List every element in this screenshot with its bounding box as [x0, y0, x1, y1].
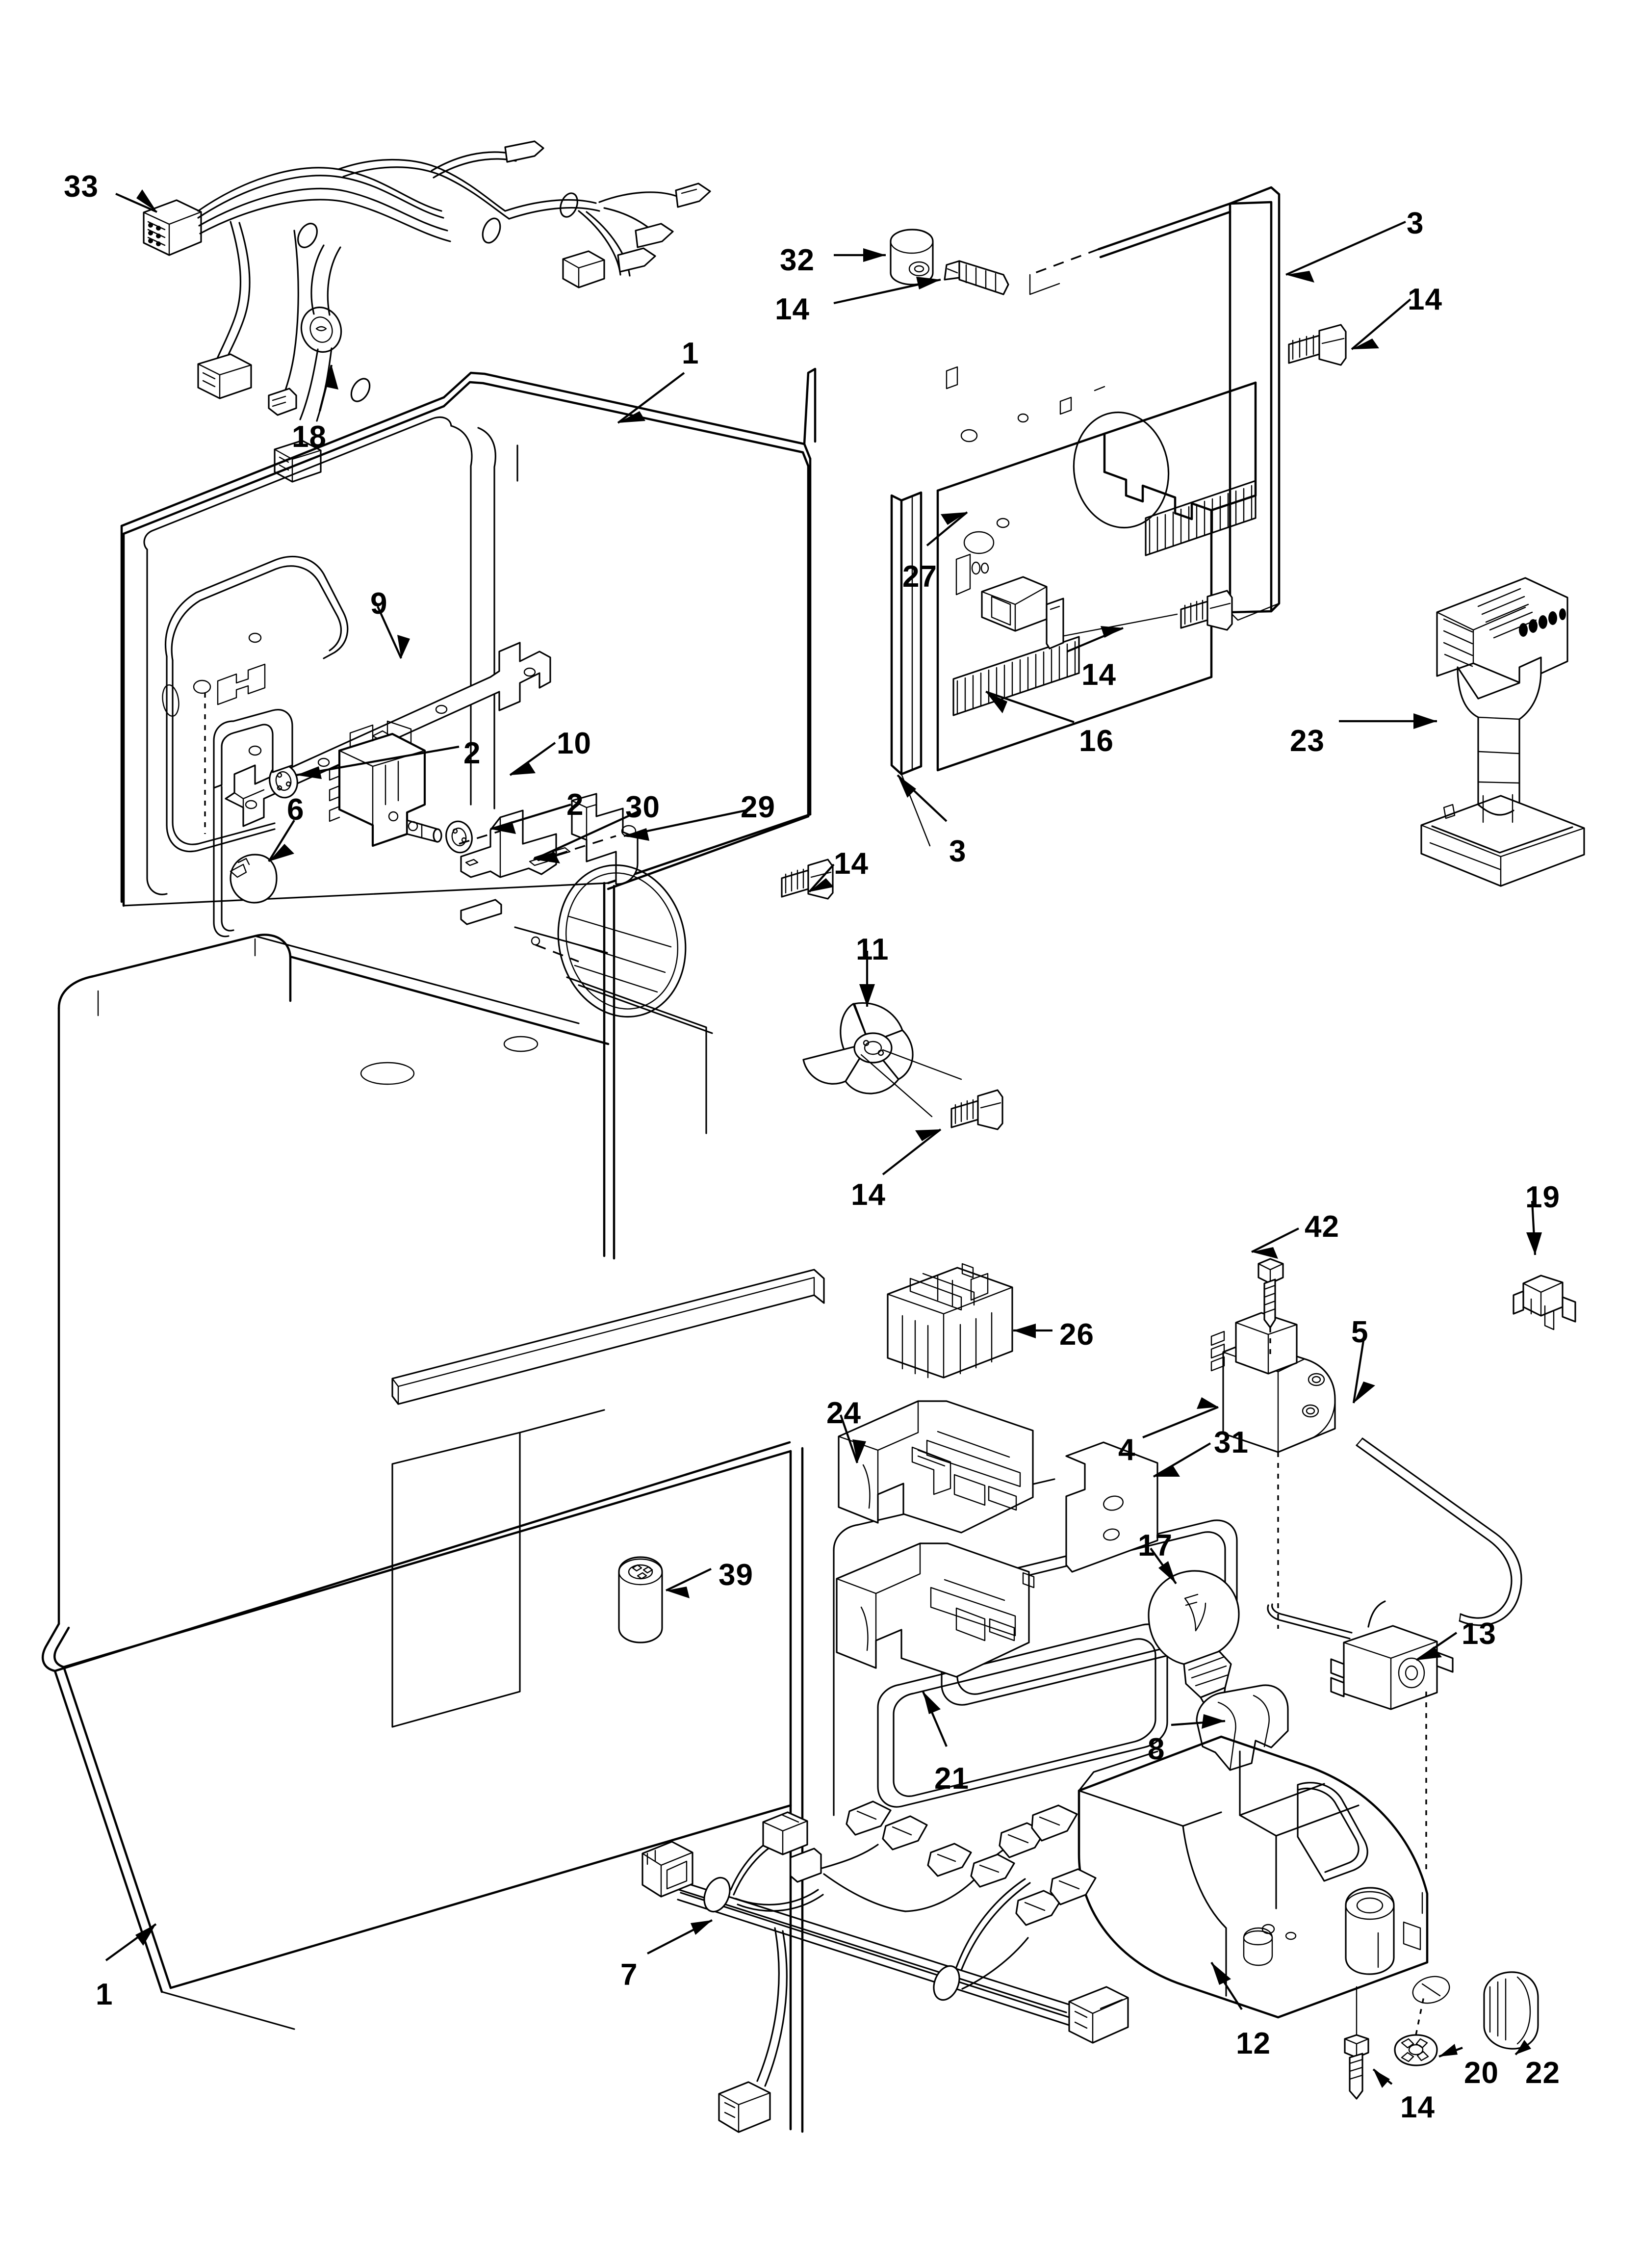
callout-42: 42: [1305, 1210, 1339, 1244]
callout-27: 27: [902, 560, 937, 594]
part-2b-grommet: [445, 820, 473, 854]
part-26-thermostat-housing-cover: [887, 1263, 1013, 1379]
part-4-defrost-control: [1210, 1312, 1336, 1629]
callout-4: 4: [1118, 1433, 1136, 1467]
callout-8: 8: [1148, 1732, 1165, 1766]
part-32-spacer-bushing: [890, 229, 934, 286]
screw-14-top: [944, 260, 1009, 295]
callout-19: 19: [1525, 1180, 1560, 1214]
part-31-mounting-plate: [1065, 1441, 1158, 1573]
part-20-push-nut: [1394, 1996, 1438, 2066]
callout-23: 23: [1290, 724, 1325, 758]
callout-29: 29: [741, 790, 775, 824]
part-29-fan-motor-mount: [529, 793, 639, 885]
screw-14-mid-panel: [1063, 590, 1233, 637]
callout-30: 30: [625, 790, 660, 824]
fan-shroud-ring: [460, 864, 713, 1134]
callout-14-bracket: 14: [834, 847, 869, 881]
part-17-light-bulb: [1148, 1570, 1240, 1710]
part-39-roller-spacer: [618, 1556, 663, 1643]
callout-14-top-right: 14: [1408, 283, 1442, 316]
callout-14-fan: 14: [851, 1178, 886, 1212]
callout-31: 31: [1214, 1426, 1249, 1460]
screw-14-gasket-right: [1288, 324, 1347, 366]
part-21-control-housing-lower: [836, 1542, 1035, 1678]
part-12-control-box-base: [1078, 1735, 1450, 2019]
part-27-terminal-cover: [981, 576, 1064, 650]
part-7-lower-wire-harness: [641, 1800, 1129, 2133]
callout-10: 10: [557, 727, 591, 760]
callout-20: 20: [1464, 2056, 1499, 2090]
callout-22: 22: [1525, 2056, 1560, 2090]
callout-3-top: 3: [1407, 207, 1424, 240]
part-19-wire-clip: [1513, 1275, 1576, 1330]
leader-lines: [105, 189, 1542, 2088]
callout-14-base: 14: [1400, 2090, 1435, 2124]
part-16-rear-access-panel: [936, 366, 1257, 772]
callout-7: 7: [620, 1958, 638, 1992]
callout-3-lower: 3: [949, 834, 967, 868]
callout-1-top: 1: [682, 337, 699, 370]
callout-21: 21: [934, 1762, 969, 1796]
callout-12: 12: [1236, 2027, 1271, 2060]
callout-5: 5: [1351, 1315, 1369, 1349]
part-30-fan-bracket: [459, 809, 557, 878]
part-24-control-housing-upper: [838, 1400, 1034, 1534]
callout-2-upper: 2: [463, 736, 481, 770]
part-23-air-diffuser-duct: [1420, 577, 1585, 887]
callout-18: 18: [292, 420, 327, 454]
screw-14-base: [1344, 1986, 1369, 2100]
callout-39: 39: [718, 1558, 753, 1592]
part-22-knob-cap: [1483, 1971, 1539, 2050]
callout-9: 9: [370, 587, 388, 621]
part-42-screw-hex: [1257, 1258, 1284, 1359]
callout-33: 33: [64, 170, 99, 204]
callout-26: 26: [1059, 1318, 1094, 1352]
callout-11: 11: [856, 933, 889, 966]
part-6-drain-plug: [162, 555, 349, 904]
part-10-defrost-timer: [329, 720, 442, 847]
callout-14-top: 14: [775, 292, 810, 326]
part-11-evaporator-fan-blade: [802, 1002, 962, 1118]
callout-16: 16: [1079, 724, 1114, 758]
callout-6: 6: [287, 793, 305, 827]
callout-32: 32: [780, 243, 815, 277]
part-33-main-wire-harness: [143, 140, 711, 483]
callout-13: 13: [1462, 1617, 1496, 1651]
callout-14-mid: 14: [1081, 658, 1116, 692]
callout-17: 17: [1138, 1529, 1173, 1563]
part-5-drain-tube: [1356, 1437, 1522, 1626]
part-8-light-socket: [1196, 1684, 1289, 1771]
callout-2-lower: 2: [566, 788, 584, 822]
screw-14-fan: [950, 1089, 1003, 1130]
liner-rib: [213, 709, 293, 938]
callout-1-bottom: 1: [96, 1978, 113, 2011]
callout-24: 24: [826, 1396, 861, 1430]
